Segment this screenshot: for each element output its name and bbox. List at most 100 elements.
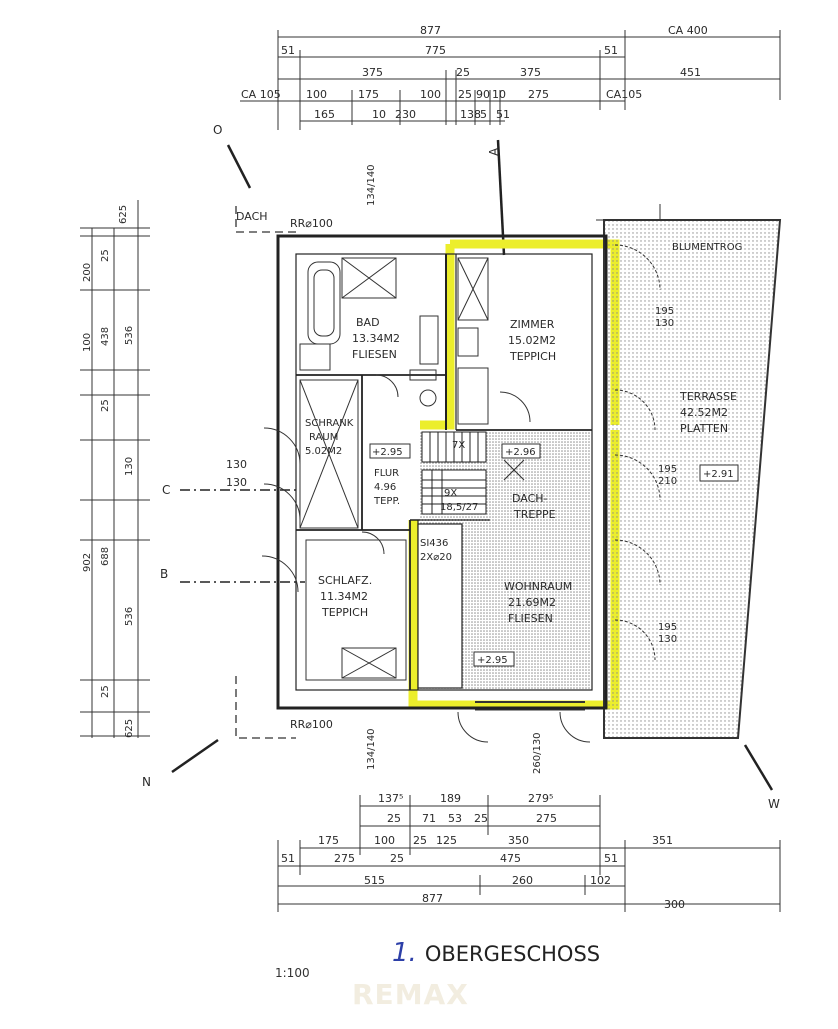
dim-top-j: 175 <box>358 88 379 101</box>
dim-left-13: 625 <box>124 719 135 738</box>
dim-left-2: 200 <box>82 263 93 282</box>
flur-floor: TEPP. <box>373 496 400 507</box>
dim-top-e: 25 <box>456 66 470 79</box>
schlaf-area: 11.34M2 <box>320 590 368 603</box>
zimmer-floor: TEPPICH <box>509 350 556 363</box>
dim-top-o: 275 <box>528 88 549 101</box>
flur-name: FLUR <box>374 468 399 479</box>
kamin-label: SI436 <box>420 538 448 549</box>
terrasse-area: 42.52M2 <box>680 406 728 419</box>
dim-bot-23: 877 <box>422 892 443 905</box>
schrank-name: RAUM <box>309 432 338 443</box>
dim-bot-16: 275 <box>334 852 355 865</box>
dim-bot-21: 260 <box>512 874 533 887</box>
dim-bot-5: 71 <box>422 812 436 825</box>
dim-top-m: 90 <box>476 88 490 101</box>
zimmer-fixtures <box>457 257 531 425</box>
dim-top-q: 165 <box>314 108 335 121</box>
dim-bot-7: 25 <box>474 812 488 825</box>
schrank-area: 5.02M2 <box>305 446 342 457</box>
dim-right-b: 195 <box>658 464 677 475</box>
dim-left-9: 902 <box>82 553 93 572</box>
dim-right-a2: 130 <box>655 318 674 329</box>
plan-title-name: OBERGESCHOSS <box>424 942 601 966</box>
dim-bot-8: 275 <box>536 812 557 825</box>
schrank-label: SCHRANK <box>305 418 354 429</box>
dim-mid-1: 130 <box>226 458 247 471</box>
void-markers <box>503 459 525 481</box>
wohnraum-openings <box>457 250 605 743</box>
dim-left-7: 25 <box>100 399 111 412</box>
dim-top-v: 51 <box>496 108 510 121</box>
terrace: BLUMENTROG TERRASSE 42.52M2 PLATTEN +2.9… <box>596 204 782 739</box>
zimmer-name: ZIMMER <box>510 318 555 331</box>
kote-terrasse: +2.91 <box>703 469 734 480</box>
dim-top-u: 5 <box>480 108 487 121</box>
dim-bot-11: 25 <box>413 834 427 847</box>
dim-top-i: 100 <box>306 88 327 101</box>
dim-bot-24: 300 <box>664 898 685 911</box>
dim-top-total: 877 <box>420 24 441 37</box>
dim-bot-4: 25 <box>387 812 401 825</box>
dim-top-f: 375 <box>520 66 541 79</box>
dim-bot-22: 102 <box>590 874 611 887</box>
terrasse-floor: PLATTEN <box>680 422 728 435</box>
dim-bot-14: 351 <box>652 834 673 847</box>
dim-top-c: 51 <box>604 44 618 57</box>
schlaf-name: SCHLAFZ. <box>318 574 372 587</box>
dim-bot-9: 175 <box>318 834 339 847</box>
dim-top-h: CA 105 <box>241 88 281 101</box>
dim-bot-13: 350 <box>508 834 529 847</box>
remax-watermark: REMAX <box>352 978 469 1011</box>
dim-right-c: 195 <box>658 622 677 633</box>
section-lines <box>180 489 305 583</box>
blumentrog-label: BLUMENTROG <box>672 242 742 253</box>
wohn-name: WOHNRAUM <box>504 580 572 593</box>
bath-fixtures <box>299 257 439 407</box>
dim-top-n: 10 <box>492 88 506 101</box>
room-labels: BAD 13.34M2 FLIESEN ZIMMER 15.02M2 TEPPI… <box>305 316 572 625</box>
dim-top-s: 230 <box>395 108 416 121</box>
plan-scale: 1:100 <box>275 966 310 980</box>
top-dimension-texts: 877 CA 400 51 775 51 375 25 375 451 CA 1… <box>241 24 708 121</box>
stair-top-label: 7X <box>452 440 465 451</box>
dim-bot-20: 515 <box>364 874 385 887</box>
dachtreppe-name2: TREPPE <box>513 508 556 521</box>
plan-title-number: 1. <box>392 938 417 968</box>
dim-bot-15: 51 <box>281 852 295 865</box>
dim-right-b2: 210 <box>658 476 677 487</box>
orientation-w: W <box>768 797 780 811</box>
dim-bot-6: 53 <box>448 812 462 825</box>
dim-top-t: 138 <box>460 108 481 121</box>
roof-outline <box>235 206 296 739</box>
dim-mid-2: 130 <box>226 476 247 489</box>
dim-left-12: 25 <box>100 685 111 698</box>
dim-bot-3: 279⁵ <box>528 792 553 805</box>
dim-left-5: 438 <box>100 327 111 346</box>
dim-bot-17: 25 <box>390 852 404 865</box>
stairs <box>421 431 487 515</box>
orientation-n: N <box>142 775 151 789</box>
zimmer-area: 15.02M2 <box>508 334 556 347</box>
wohn-floor: FLIESEN <box>508 612 553 625</box>
dim-top-p: CA105 <box>606 88 642 101</box>
stair-mid-label: 9X <box>444 488 457 499</box>
section-b: B <box>160 567 168 581</box>
kote-dach: +2.96 <box>505 447 536 458</box>
schlaf-floor: TEPPICH <box>321 606 368 619</box>
wohn-area: 21.69M2 <box>508 596 556 609</box>
dim-top-d: 375 <box>362 66 383 79</box>
vert-dim-top: 134/140 <box>366 164 377 206</box>
dachtreppe-name: DACH- <box>512 492 548 505</box>
dim-top-g: 451 <box>680 66 701 79</box>
bottom-dimension-texts: 137⁵ 189 279⁵ 25 71 53 25 275 175 100 25… <box>281 792 685 911</box>
dim-right-a: 195 <box>655 306 674 317</box>
flur-area: 4.96 <box>374 482 396 493</box>
dim-left-4: 100 <box>82 333 93 352</box>
section-a: A <box>487 147 501 156</box>
dim-left-10: 688 <box>100 547 111 566</box>
dim-bot-19: 51 <box>604 852 618 865</box>
dim-bot-12: 125 <box>436 834 457 847</box>
